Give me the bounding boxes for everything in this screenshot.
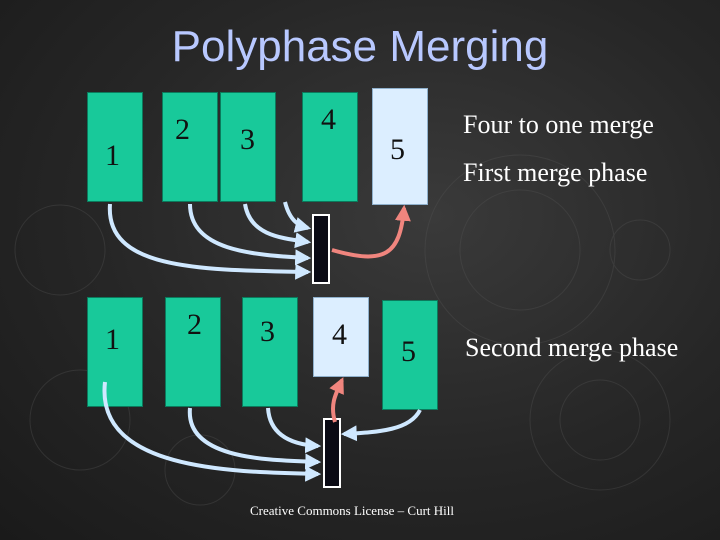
tape-4-phase1: 4 [302, 92, 358, 202]
tape-2-phase1: 2 [162, 92, 218, 202]
tape-3-phase2: 3 [242, 297, 298, 407]
tape-label: 1 [105, 323, 120, 356]
note-four-to-one-merge: Four to one merge [463, 110, 654, 139]
tape-label: 2 [187, 308, 202, 341]
tape-label: 2 [175, 113, 190, 146]
tape-3-phase1: 3 [220, 92, 276, 202]
tape-4-phase2-output: 4 [313, 297, 369, 377]
note-second-merge-phase: Second merge phase [465, 333, 679, 362]
tape-label: 5 [390, 133, 405, 166]
tape-label: 4 [332, 318, 347, 351]
tape-5-phase2: 5 [382, 300, 438, 410]
tape-label: 3 [260, 315, 275, 348]
merge-unit-phase1 [312, 214, 330, 284]
tape-label: 3 [240, 123, 255, 156]
tape-2-phase2: 2 [165, 297, 221, 407]
tape-label: 4 [321, 103, 336, 136]
credit-line: Creative Commons License – Curt Hill [250, 503, 454, 518]
note-first-merge-phase: First merge phase [463, 158, 648, 187]
tape-5-phase1-output: 5 [372, 88, 428, 205]
tape-1-phase1: 1 [87, 92, 143, 202]
tape-label: 1 [105, 139, 120, 172]
merge-unit-phase2 [323, 418, 341, 488]
slide-title: Polyphase Merging [171, 22, 549, 71]
tape-1-phase2: 1 [87, 297, 143, 407]
tape-label: 5 [401, 335, 416, 368]
